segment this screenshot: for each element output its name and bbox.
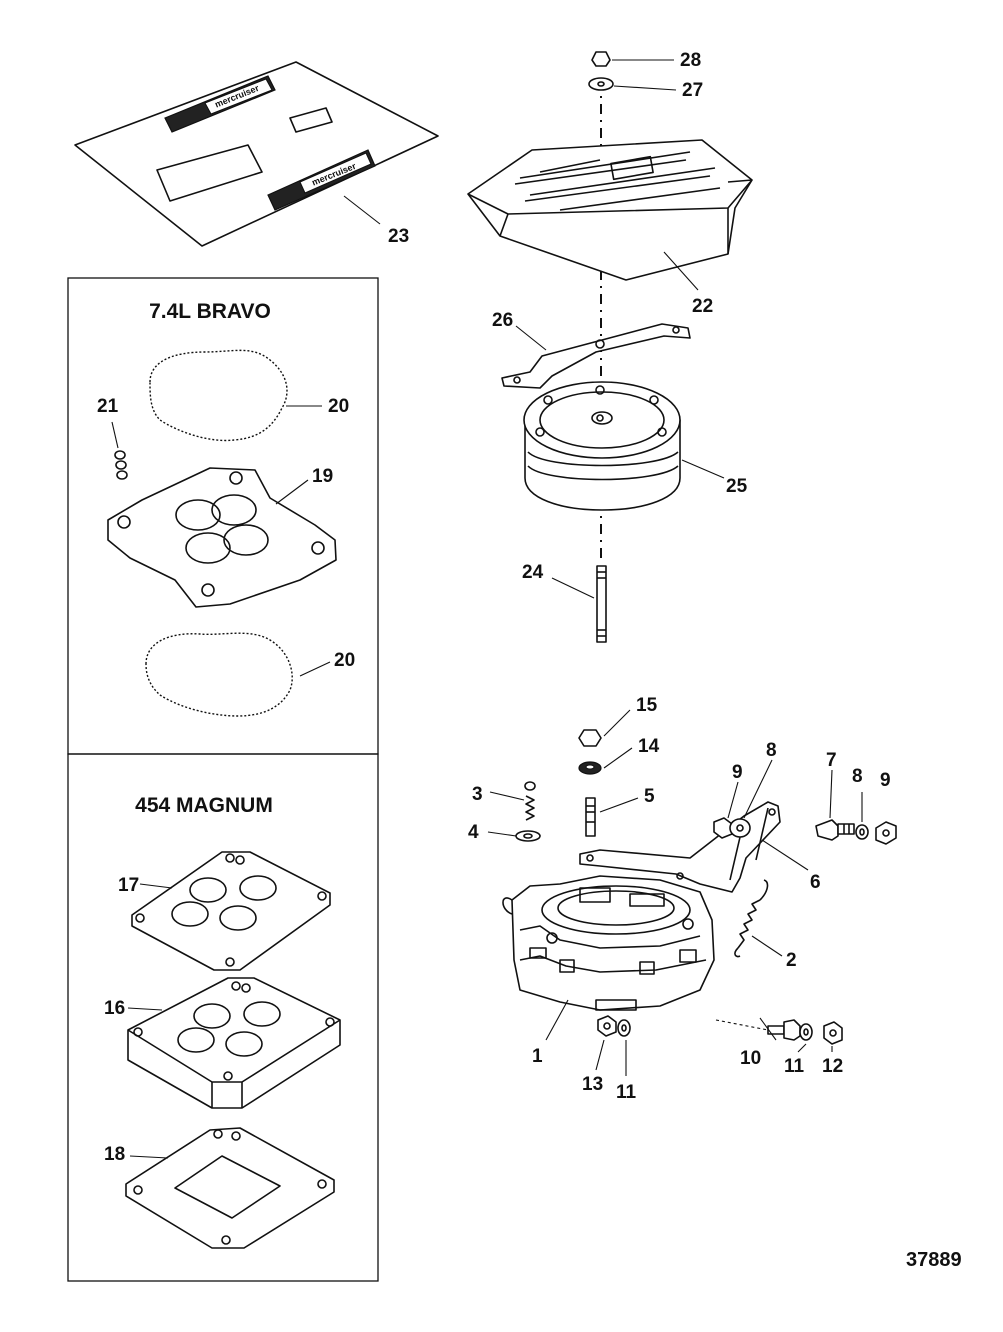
spacer-16 [127,977,341,1109]
callout-11a: 11 [616,1082,637,1103]
leader-24 [551,577,595,599]
leader-20b [299,661,331,677]
screw-21 [114,450,128,480]
callout-20a: 20 [328,396,349,417]
callout-12: 12 [822,1056,843,1077]
leader-11b [797,1043,807,1053]
leader-25 [681,459,725,479]
leader-21 [111,421,119,449]
leader-2 [751,935,783,957]
callout-3: 3 [472,784,483,805]
washer-27 [588,77,614,91]
washer-8-right [855,824,869,840]
screw-10 [715,1019,801,1041]
leader-15 [603,709,631,737]
leader-4 [487,831,517,837]
callout-26: 26 [492,310,513,331]
callout-7: 7 [826,750,837,771]
gasket-18 [125,1127,335,1249]
bracket-26 [501,323,691,389]
nut-15 [578,729,602,747]
callout-16: 16 [104,998,125,1019]
spring-2 [734,879,769,958]
leader-17 [139,883,173,889]
callout-18: 18 [104,1144,125,1165]
spacer-19 [107,467,337,608]
callout-6: 6 [810,872,821,893]
leader-3 [489,791,525,801]
gasket-upper [149,349,288,442]
magnum-section-title: 454 MAGNUM [135,794,273,817]
nut-13 [597,1015,617,1037]
leader-26 [515,325,547,351]
bravo-section-title: 7.4L BRAVO [149,300,271,323]
stud-7 [815,819,855,841]
washer-14 [578,761,602,775]
leader-27 [613,85,677,91]
gasket-lower [145,632,293,717]
callout-9b: 9 [880,770,891,791]
leader-19 [275,479,309,505]
clip-4 [515,830,541,842]
nut-9-right [875,821,897,845]
stud-5 [585,797,596,837]
throttle-bracket-6 [579,801,781,893]
callout-13: 13 [582,1074,603,1095]
spring-3 [524,781,536,821]
callout-22: 22 [692,296,713,317]
washer-8-left [729,818,751,838]
leader-18 [129,1155,169,1159]
washer-11-right [799,1023,813,1041]
callout-8b: 8 [852,766,863,787]
leader-7 [829,769,833,819]
leader-10 [759,1017,777,1041]
leader-14 [603,747,633,769]
stud-24 [596,565,607,643]
carburetor-1 [502,875,715,1011]
figure-number: 37889 [906,1249,962,1271]
callout-15: 15 [636,695,658,716]
leader-8a [743,759,773,819]
callout-14: 14 [638,736,660,757]
leader-16 [127,1007,163,1011]
callout-2: 2 [786,950,797,971]
leader-13 [595,1039,605,1071]
magnum-section-box [67,753,379,1282]
nut-12 [823,1021,843,1045]
leader-9a [727,781,739,819]
leader-5 [599,797,639,813]
leader-23 [343,195,381,225]
nut-28 [591,51,611,67]
callout-23: 23 [388,226,409,247]
leader-6 [761,839,809,871]
leader-1 [545,999,569,1041]
callout-4: 4 [468,822,479,843]
callout-11b: 11 [784,1056,805,1077]
gasket-17 [131,851,331,971]
callout-28: 28 [680,50,701,71]
flame-arrestor-25 [523,381,681,511]
callout-24: 24 [522,562,544,583]
callout-25: 25 [726,476,748,497]
callout-5: 5 [644,786,655,807]
decal-sheet: mercruiser mercruiser [74,61,439,247]
callout-8a: 8 [766,740,777,761]
callout-20b: 20 [334,650,355,671]
callout-10: 10 [740,1048,761,1069]
callout-19: 19 [312,466,333,487]
leader-22 [663,251,699,291]
callout-21: 21 [97,396,119,417]
callout-17: 17 [118,875,139,896]
decal-stripe-bottom: mercruiser [267,149,376,211]
callout-1: 1 [532,1046,543,1067]
flame-arrestor-cover-22 [467,139,753,281]
callout-27: 27 [682,80,703,101]
callout-9a: 9 [732,762,743,783]
washer-11-left [617,1019,631,1037]
